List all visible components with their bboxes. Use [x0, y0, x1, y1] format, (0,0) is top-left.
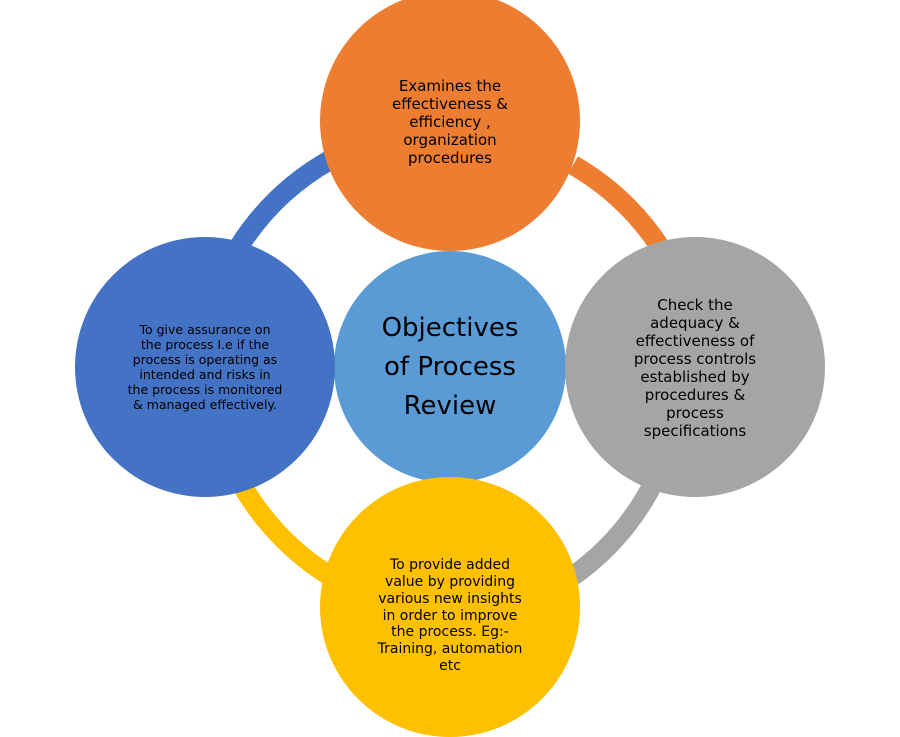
bottom-node-text: To provide added value by providing vari…	[377, 557, 523, 674]
bottom-node-label-box: To provide added value by providing vari…	[342, 546, 558, 686]
top-node-circle	[320, 0, 580, 251]
bottom-node-circle	[320, 477, 580, 737]
top-node-text: Examines the effectiveness & efficiency …	[391, 77, 509, 167]
arc-right-to-bottom	[567, 475, 664, 585]
right-node-label-box: Check the adequacy & effectiveness of pr…	[590, 280, 800, 456]
arc-left-to-top	[231, 151, 336, 251]
top-node-label-box: Examines the effectiveness & efficiency …	[345, 60, 555, 184]
arc-top-to-right	[567, 156, 671, 256]
right-node-text: Check the adequacy & effectiveness of pr…	[633, 296, 757, 440]
left-node-circle	[75, 237, 335, 497]
center-circle	[334, 251, 566, 483]
left-node-text: To give assurance on the process I.e if …	[127, 322, 283, 412]
right-node-circle	[565, 237, 825, 497]
center-label-box: Objectives of Process Review	[355, 300, 545, 434]
center-title: Objectives of Process Review	[381, 312, 519, 421]
left-node-label-box: To give assurance on the process I.e if …	[100, 312, 310, 422]
arc-bottom-to-left	[229, 473, 336, 585]
